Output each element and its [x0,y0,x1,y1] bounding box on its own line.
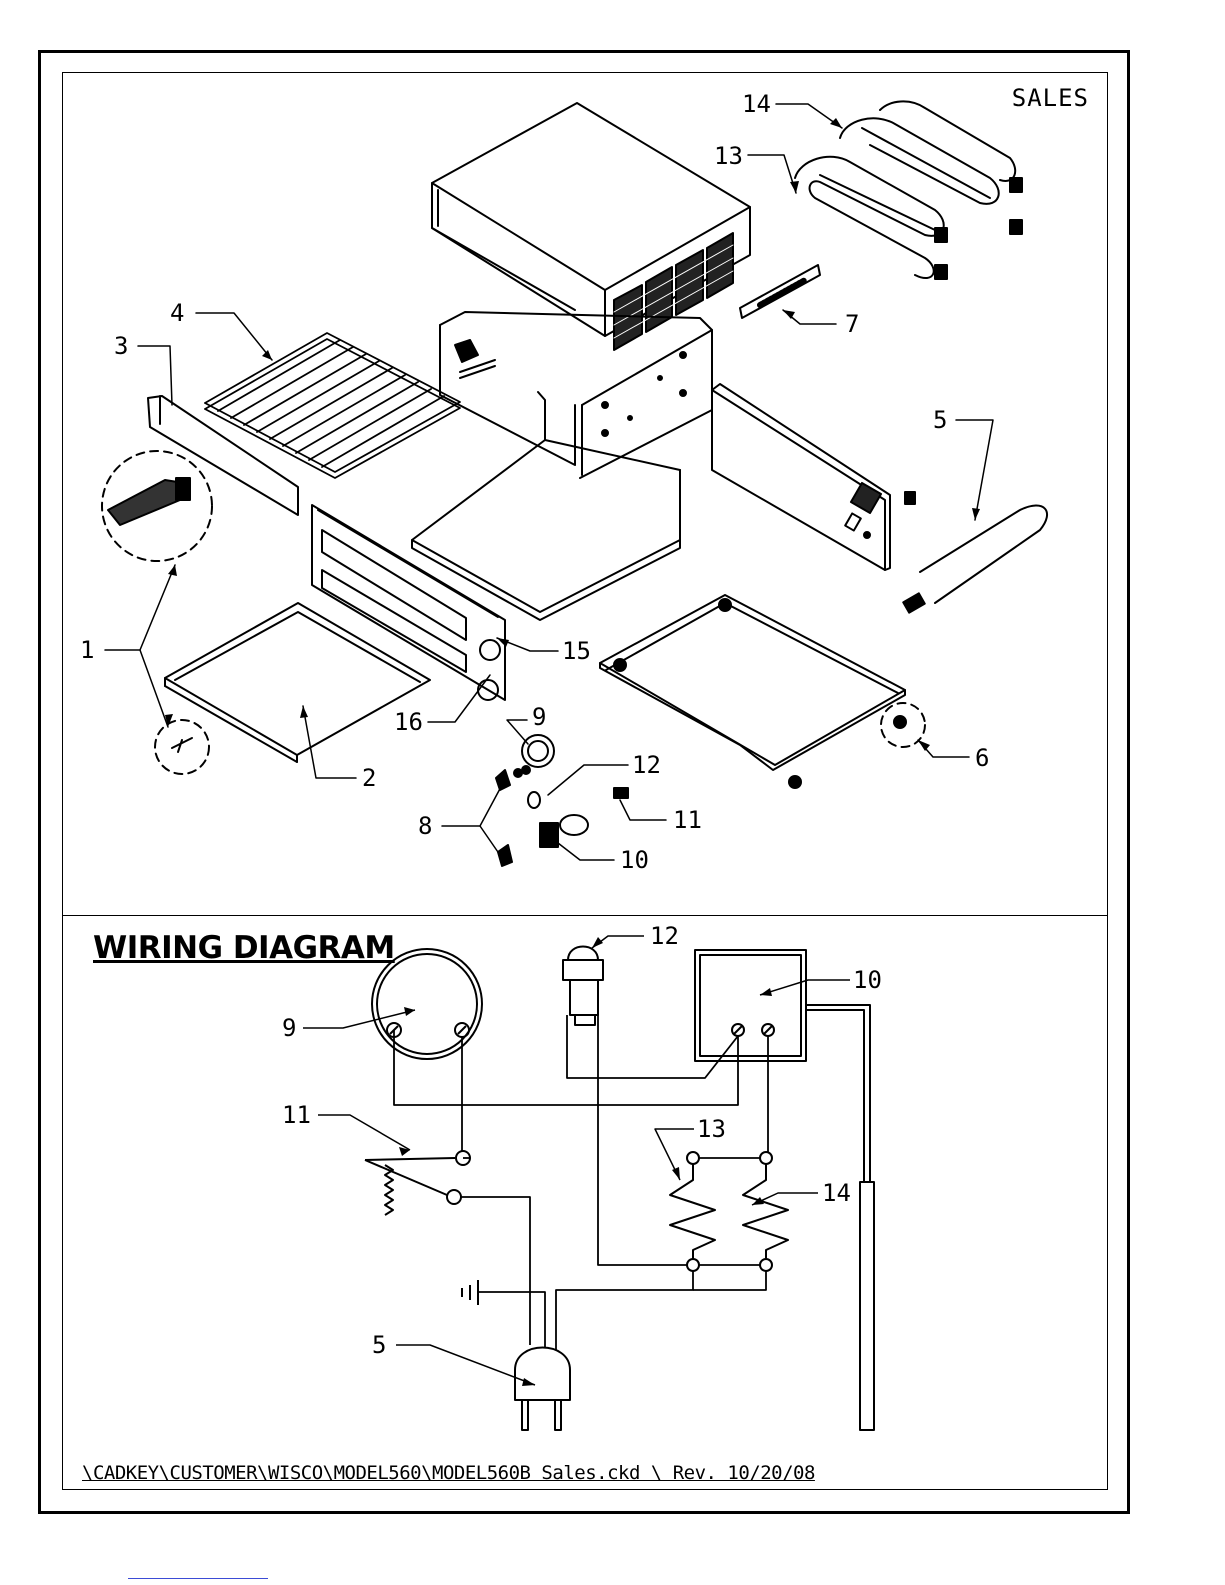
limit-switch-part [614,788,628,798]
heating-element-13-part [795,157,944,278]
element-14-symbol [743,1152,788,1271]
plug-symbol [515,1348,570,1431]
callout-label: 1 [80,636,94,664]
callout-label: 5 [933,406,947,434]
callout-label: 15 [562,637,591,665]
limit-switch-symbol [365,1151,470,1215]
callout-label: 7 [845,310,859,338]
callout-label: 14 [822,1179,851,1207]
handle-part [108,478,190,525]
callout-label: 12 [632,751,661,779]
ground-symbol [462,1280,478,1305]
callout-label: 5 [372,1331,386,1359]
callout-label: 11 [282,1101,311,1129]
thermostat-part [540,815,588,847]
switch-knob-part [496,766,530,866]
thermostat-knob-part [522,735,554,767]
callout-label: 9 [282,1014,296,1042]
callout-label: 4 [170,299,184,327]
timer-symbol [372,949,482,1059]
callout-label: 9 [532,703,546,731]
wiring-connections [394,1015,768,1350]
chassis-back-part [440,312,712,478]
callout-label: 13 [714,142,743,170]
callout-label: 10 [620,846,649,874]
heat-shield-bracket-part [740,265,820,318]
power-cord-part [903,506,1047,613]
thermostat-symbol [695,950,806,1061]
callout-label: 13 [697,1115,726,1143]
callout-label: 11 [673,806,702,834]
front-bezel-part [312,505,505,700]
callout-label: 14 [742,90,771,118]
callout-label: 6 [975,744,989,772]
hinge-screw-part [172,738,192,752]
wiring-arrowheads [399,937,772,1386]
callout-label: 16 [394,708,423,736]
indicator-lamp-part [528,792,540,808]
callout-label: 12 [650,922,679,950]
side-panel-part [712,384,915,570]
oven-body-part [412,392,680,620]
lamp-symbol [563,947,603,1026]
callout-label: 3 [114,332,128,360]
sensor-capillary [806,1005,874,1430]
callout-label: 8 [418,812,432,840]
element-brackets [935,178,1022,279]
callout-label: 2 [362,764,376,792]
wiring-callout-labels: 12 10 9 11 13 14 5 [282,922,882,1359]
wire-rack-part [205,333,460,478]
heating-element-14-part [840,101,1015,203]
callout-label: 10 [853,966,882,994]
